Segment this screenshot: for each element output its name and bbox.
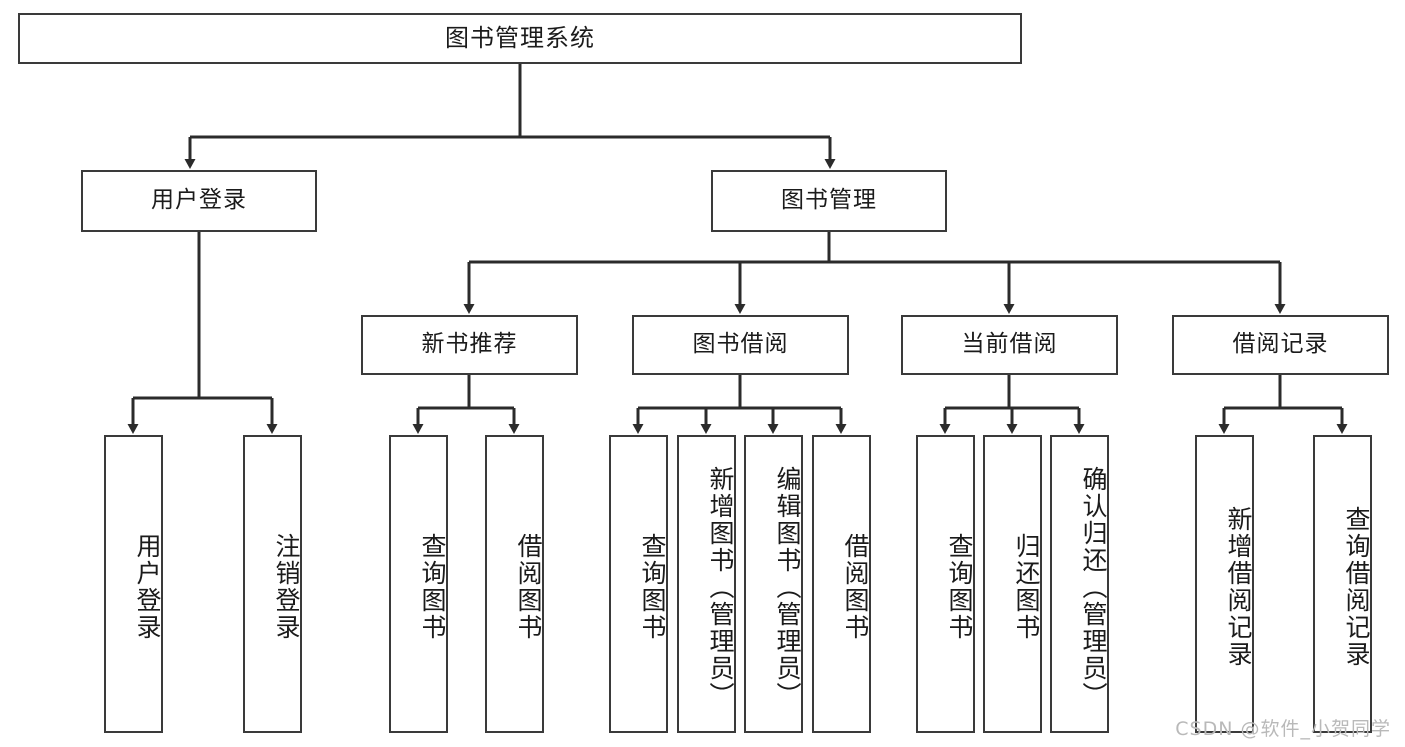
leaf-borrow-book[interactable]: 借阅图书	[812, 435, 871, 733]
node-label: 当前借阅	[961, 331, 1058, 358]
csdn-watermark: CSDN @软件_小贺同学	[1175, 718, 1391, 740]
node-label: 新增图书（管理员）	[706, 465, 735, 709]
node-label: 查询图书	[945, 533, 974, 641]
node-label: 借阅记录	[1232, 331, 1329, 358]
leaf-borrow-book-new-rec[interactable]: 借阅图书	[485, 435, 544, 733]
node-label: 确认归还（管理员）	[1079, 465, 1108, 709]
leaf-query-borrow-record[interactable]: 查询借阅记录	[1313, 435, 1372, 733]
node-label: 用户登录	[133, 533, 162, 641]
node-label: 用户登录	[151, 187, 247, 214]
node-label: 查询图书	[638, 533, 667, 641]
node-label: 查询借阅记录	[1342, 506, 1371, 668]
node-label: 图书管理系统	[445, 24, 595, 53]
leaf-logout-login[interactable]: 注销登录	[243, 435, 302, 733]
node-label: 查询图书	[418, 533, 447, 641]
node-new-book-recommendation[interactable]: 新书推荐	[361, 315, 578, 375]
node-label: 注销登录	[272, 533, 301, 641]
node-label: 新增借阅记录	[1224, 506, 1253, 668]
leaf-add-borrow-record[interactable]: 新增借阅记录	[1195, 435, 1254, 733]
leaf-query-book-borrow[interactable]: 查询图书	[609, 435, 668, 733]
node-user-login[interactable]: 用户登录	[81, 170, 317, 232]
node-label: 新书推荐	[421, 331, 518, 358]
leaf-confirm-return-admin[interactable]: 确认归还（管理员）	[1050, 435, 1109, 733]
node-label: 编辑图书（管理员）	[773, 465, 802, 709]
node-current-borrowing[interactable]: 当前借阅	[901, 315, 1118, 375]
leaf-query-book-new-rec[interactable]: 查询图书	[389, 435, 448, 733]
node-borrowing-record[interactable]: 借阅记录	[1172, 315, 1389, 375]
leaf-add-book-admin[interactable]: 新增图书（管理员）	[677, 435, 736, 733]
node-book-borrowing[interactable]: 图书借阅	[632, 315, 849, 375]
leaf-query-book-current[interactable]: 查询图书	[916, 435, 975, 733]
node-label: 归还图书	[1012, 533, 1041, 641]
node-label: 图书管理	[781, 187, 877, 214]
node-label: 借阅图书	[514, 533, 543, 641]
node-label: 借阅图书	[841, 533, 870, 641]
node-root-book-management-system[interactable]: 图书管理系统	[18, 13, 1022, 64]
leaf-user-login[interactable]: 用户登录	[104, 435, 163, 733]
node-label: 图书借阅	[692, 331, 789, 358]
leaf-edit-book-admin[interactable]: 编辑图书（管理员）	[744, 435, 803, 733]
node-book-management[interactable]: 图书管理	[711, 170, 947, 232]
leaf-return-book[interactable]: 归还图书	[983, 435, 1042, 733]
